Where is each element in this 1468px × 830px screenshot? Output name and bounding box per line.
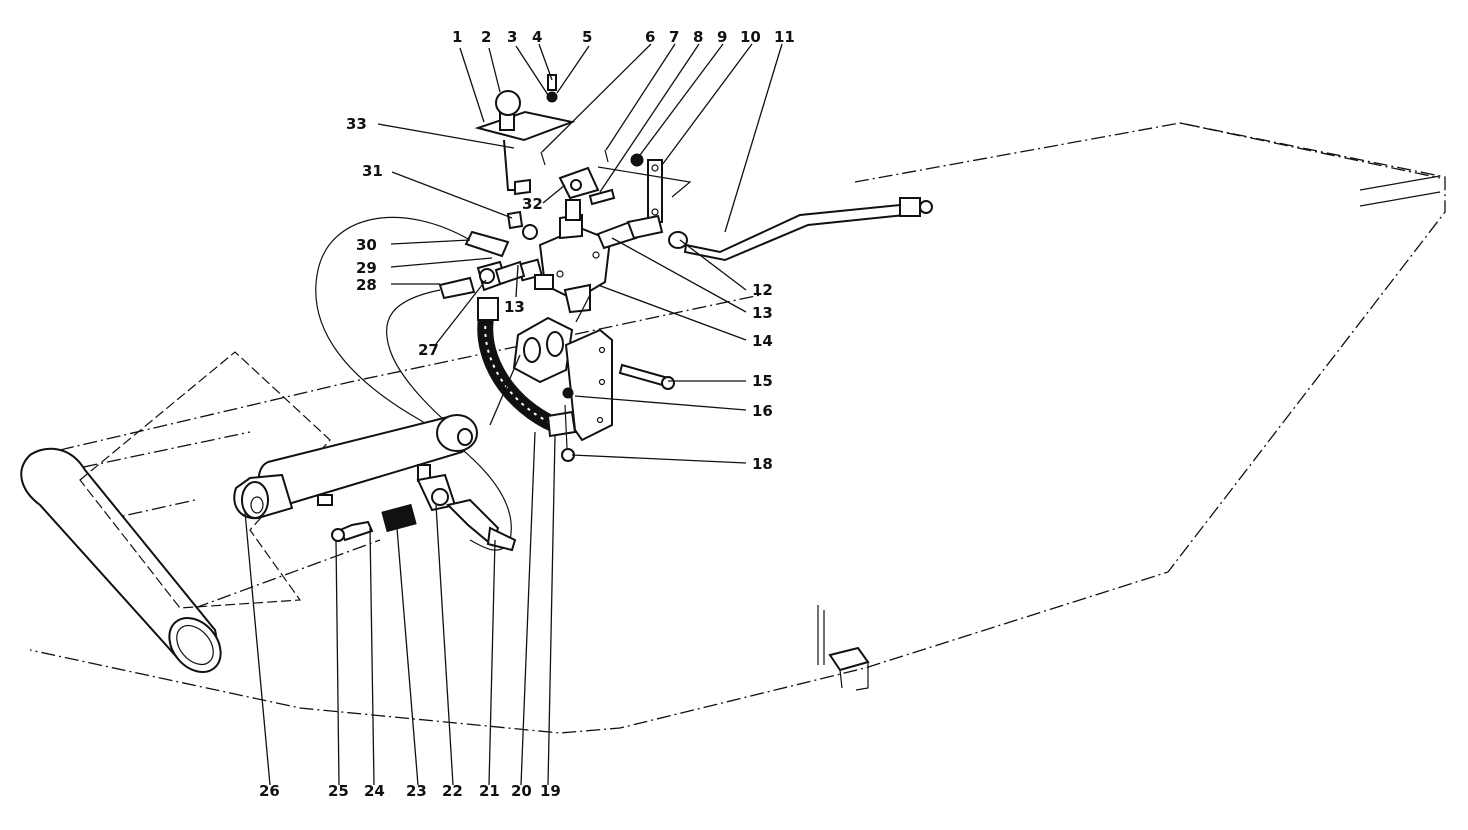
callout-27: 27 [418, 341, 439, 359]
callout-23: 23 [406, 782, 427, 800]
left-fittings [438, 210, 538, 300]
cylinder-fittings [331, 473, 517, 552]
callout-33: 33 [346, 115, 367, 133]
callout-7: 7 [669, 28, 679, 46]
callout-21: 21 [479, 782, 500, 800]
callout-1: 1 [452, 28, 462, 46]
callout-6: 6 [645, 28, 655, 46]
front-roller [20, 447, 222, 673]
callout-15: 15 [752, 372, 773, 390]
deck-clip [817, 605, 870, 691]
control-valve [517, 199, 688, 314]
callout-28: 28 [356, 276, 377, 294]
deck-outline [29, 122, 1446, 734]
callout-10: 10 [740, 28, 761, 46]
callout-22: 22 [442, 782, 463, 800]
callout-11: 11 [774, 28, 795, 46]
callout-3: 3 [507, 28, 517, 46]
callout-18: 18 [752, 455, 773, 473]
steel-line [683, 197, 933, 262]
mounting-bracket [512, 316, 675, 462]
control-lever [474, 74, 576, 196]
callout-12: 12 [752, 281, 773, 299]
callout-14: 14 [752, 332, 773, 350]
callout-13-right: 13 [752, 304, 773, 322]
callout-20: 20 [511, 782, 532, 800]
callout-29: 29 [356, 259, 377, 277]
leader-lines [244, 43, 783, 786]
callout-9: 9 [717, 28, 727, 46]
lift-arm-plate [79, 351, 331, 609]
callout-25: 25 [328, 782, 349, 800]
callout-32: 32 [522, 195, 543, 213]
hydraulic-cylinder [233, 414, 478, 520]
callout-labels: 1 2 3 4 5 6 7 8 9 10 11 12 13 13 14 15 1… [259, 28, 795, 800]
callout-26: 26 [259, 782, 280, 800]
flexible-hose [477, 297, 577, 438]
callout-19: 19 [540, 782, 561, 800]
callout-30: 30 [356, 236, 377, 254]
callout-31: 31 [362, 162, 383, 180]
linkage [540, 149, 692, 223]
callout-8: 8 [693, 28, 703, 46]
callout-16: 16 [752, 402, 773, 420]
callout-24: 24 [364, 782, 385, 800]
callout-13-left: 13 [504, 298, 525, 316]
callout-5: 5 [582, 28, 592, 46]
callout-4: 4 [532, 28, 542, 46]
callout-2: 2 [481, 28, 491, 46]
